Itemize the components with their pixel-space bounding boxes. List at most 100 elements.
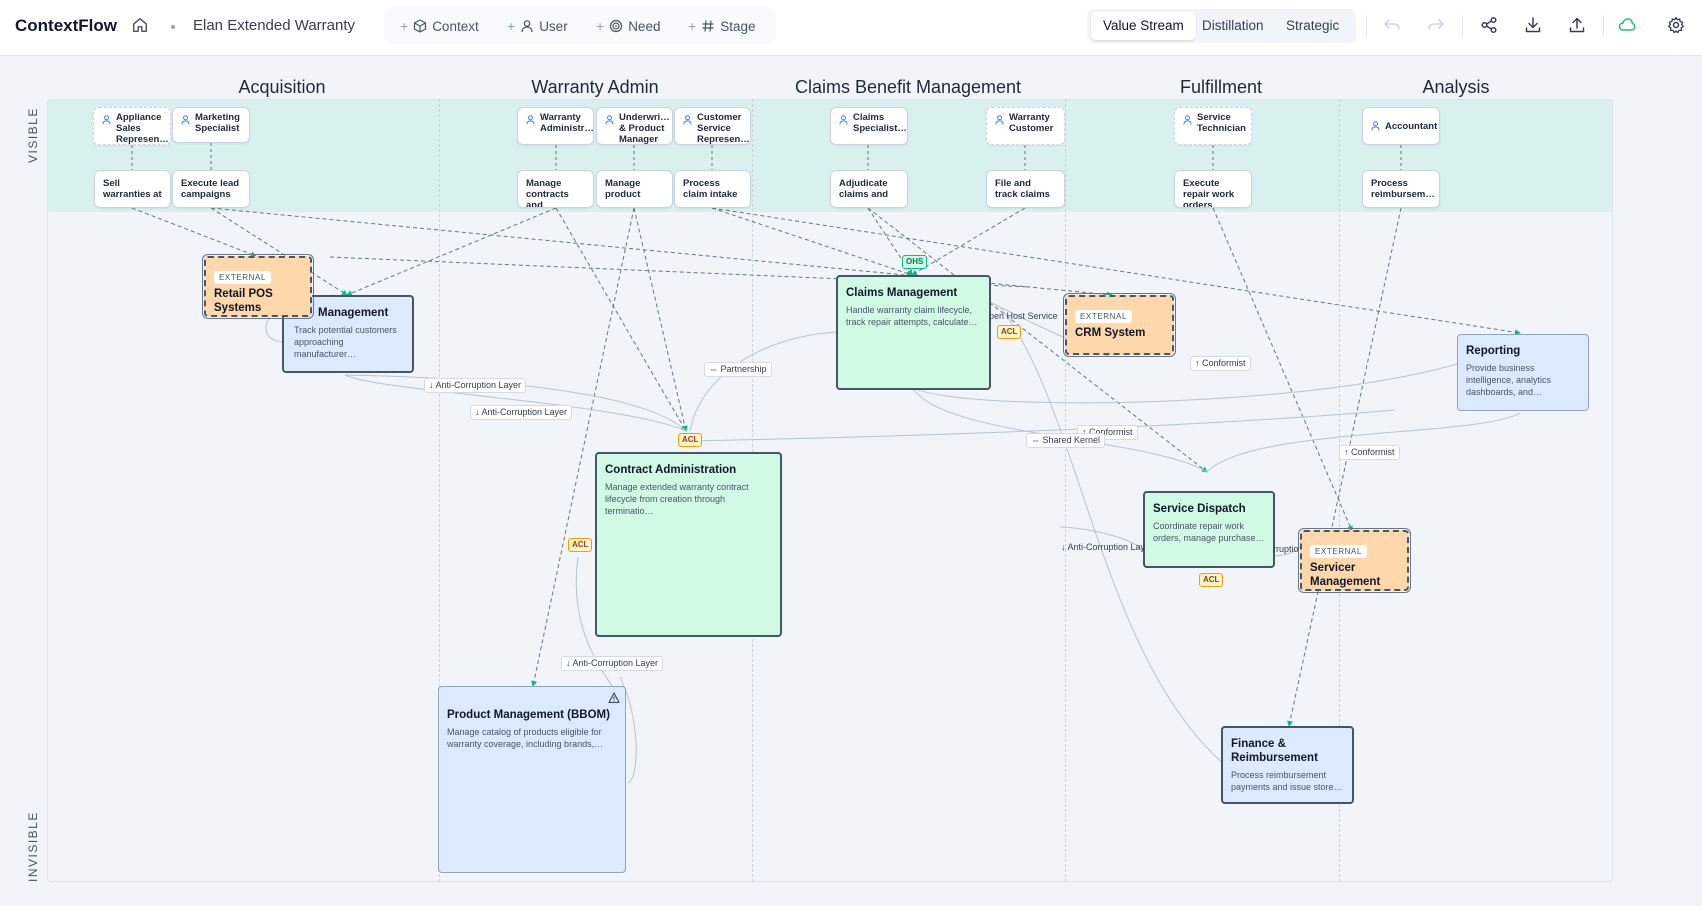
acl-badge: ACL [568, 538, 592, 552]
context-name: Servicer Management [1310, 561, 1399, 589]
stage-divider [1065, 99, 1066, 882]
context-description: Manage extended warranty contract lifecy… [605, 481, 772, 517]
gear-icon[interactable] [1667, 16, 1685, 34]
stage-title-fulfillment[interactable]: Fulfillment [1180, 77, 1262, 98]
user-name: Underwri… & Product Manager [619, 112, 670, 145]
target-icon [609, 19, 623, 33]
stage-title-warranty-admin[interactable]: Warranty Admin [531, 77, 658, 98]
user-icon [995, 115, 1004, 125]
need-card[interactable]: Execute repair work orders [1174, 170, 1252, 208]
context-description: Track potential customers approaching ma… [294, 324, 404, 360]
need-card[interactable]: Adjudicate claims and [830, 170, 908, 208]
context-service-dispatch[interactable]: Service Dispatch Coordinate repair work … [1143, 491, 1275, 568]
need-card[interactable]: Sell warranties at [94, 170, 171, 208]
stage-title-claims-benefit-management[interactable]: Claims Benefit Management [795, 77, 1021, 98]
view-strategic-tab[interactable]: Strategic [1274, 12, 1351, 40]
share-icon[interactable] [1480, 16, 1498, 34]
home-icon[interactable] [131, 16, 149, 34]
context-reporting[interactable]: Reporting Provide business intelligence,… [1457, 334, 1589, 411]
view-switcher: Value Stream Distillation Strategic [1087, 9, 1356, 43]
user-name: Accountant [1385, 121, 1437, 132]
user-card[interactable]: Customer Service Represen… [674, 107, 751, 145]
edge-label-acl[interactable]: ↓ Anti-Corruption Layer [561, 656, 663, 671]
add-user-label: User [539, 19, 568, 34]
context-claims-management[interactable]: Claims Management Handle warranty claim … [836, 275, 991, 390]
undo-icon[interactable] [1383, 16, 1401, 34]
edge-label-acl[interactable]: ↓ Anti-Corruption Layer [424, 378, 526, 393]
breadcrumb-separator [171, 25, 175, 29]
cloud-icon[interactable] [1618, 16, 1636, 34]
hash-icon [701, 19, 715, 33]
need-card[interactable]: Process claim intake [674, 170, 751, 208]
user-icon [520, 19, 534, 33]
context-retail-pos-systems[interactable]: EXTERNAL Retail POS Systems [204, 256, 312, 317]
edge-label-acl[interactable]: rruptio [1273, 543, 1299, 556]
context-name: Product Management (BBOM) [447, 708, 617, 722]
context-description: Coordinate repair work orders, manage pu… [1153, 520, 1265, 544]
context-servicer-management[interactable]: EXTERNAL Servicer Management [1300, 530, 1409, 591]
plus-icon: + [400, 18, 408, 34]
user-name: Service Technician [1197, 112, 1246, 134]
user-icon [526, 115, 535, 125]
need-card[interactable]: File and track claims [986, 170, 1065, 208]
context-name: Claims Management [846, 286, 981, 300]
user-card[interactable]: Warranty Administr… [517, 107, 594, 145]
stage-title-acquisition[interactable]: Acquisition [238, 77, 325, 98]
stage-title-analysis[interactable]: Analysis [1422, 77, 1489, 98]
need-card[interactable]: Manage contracts and [517, 170, 594, 208]
user-icon [605, 115, 614, 125]
add-context-label: Context [432, 19, 479, 34]
need-card[interactable]: Process reimbursem… [1362, 170, 1440, 208]
add-need-button[interactable]: + Need [596, 18, 660, 34]
context-description: Process reimbursement payments and issue… [1231, 769, 1344, 793]
plus-icon: + [507, 18, 515, 34]
user-card[interactable]: Marketing Specialist [172, 107, 250, 143]
edge-label-open-host-service[interactable]: pen Host Service [985, 310, 1062, 323]
warning-icon [608, 692, 620, 704]
need-card[interactable]: Execute lead campaigns [172, 170, 250, 208]
add-context-button[interactable]: + Context [400, 18, 479, 34]
edge-label-acl[interactable]: ↓ Anti-Corruption Lay [1057, 541, 1149, 554]
context-description: Provide business intelligence, analytics… [1466, 362, 1580, 398]
redo-icon[interactable] [1427, 16, 1445, 34]
context-contract-administration[interactable]: Contract Administration Manage extended … [595, 452, 782, 637]
toolbar-divider [1366, 15, 1367, 37]
box-icon [413, 19, 427, 33]
user-icon [1371, 121, 1380, 131]
user-card[interactable]: Underwri… & Product Manager [596, 107, 673, 145]
context-product-management[interactable]: Product Management (BBOM) Manage catalog… [438, 686, 626, 873]
context-finance-reimbursement[interactable]: Finance & Reimbursement Process reimburs… [1221, 726, 1354, 804]
user-card[interactable]: Accountant [1362, 107, 1440, 145]
add-stage-button[interactable]: + Stage [688, 18, 755, 34]
add-user-button[interactable]: + User [507, 18, 568, 34]
upload-icon[interactable] [1568, 16, 1586, 34]
user-icon [1183, 115, 1192, 125]
user-name: Customer Service Represen… [697, 112, 750, 145]
toolbar-divider [1462, 15, 1463, 37]
user-card[interactable]: Claims Specialist… [830, 107, 908, 145]
project-name[interactable]: Elan Extended Warranty [193, 17, 355, 34]
edge-label-conformist[interactable]: ↑ Conformist [1190, 356, 1251, 371]
view-value-stream-tab[interactable]: Value Stream [1091, 12, 1196, 40]
app-logo: ContextFlow [15, 16, 117, 36]
need-card[interactable]: Manage product [596, 170, 673, 208]
user-card[interactable]: Appliance Sales Represen… [93, 107, 171, 145]
acl-badge: ACL [997, 325, 1021, 339]
user-icon [181, 115, 190, 125]
view-distillation-tab[interactable]: Distillation [1190, 12, 1276, 40]
edge-label-partnership[interactable]: ⇔ Partnership [704, 362, 772, 377]
edge-label-acl[interactable]: ↓ Anti-Corruption Layer [470, 405, 572, 420]
user-icon [683, 115, 692, 125]
context-crm-system[interactable]: EXTERNAL CRM System [1065, 295, 1174, 355]
user-card[interactable]: Warranty Customer [986, 107, 1065, 145]
context-name: Management [318, 306, 404, 320]
top-toolbar: ContextFlow Elan Extended Warranty + Con… [0, 0, 1702, 56]
external-badge: EXTERNAL [214, 271, 271, 284]
user-card[interactable]: Service Technician [1174, 107, 1252, 145]
value-stream-canvas[interactable]: VISIBLE INVISIBLE Acquisition Warranty A… [0, 57, 1702, 906]
edge-label-shared-kernel[interactable]: ⇔ Shared Kernel [1026, 433, 1105, 448]
plus-icon: + [596, 18, 604, 34]
edge-label-conformist[interactable]: ↑ Conformist [1339, 445, 1400, 460]
download-icon[interactable] [1524, 16, 1542, 34]
user-icon [102, 115, 111, 125]
